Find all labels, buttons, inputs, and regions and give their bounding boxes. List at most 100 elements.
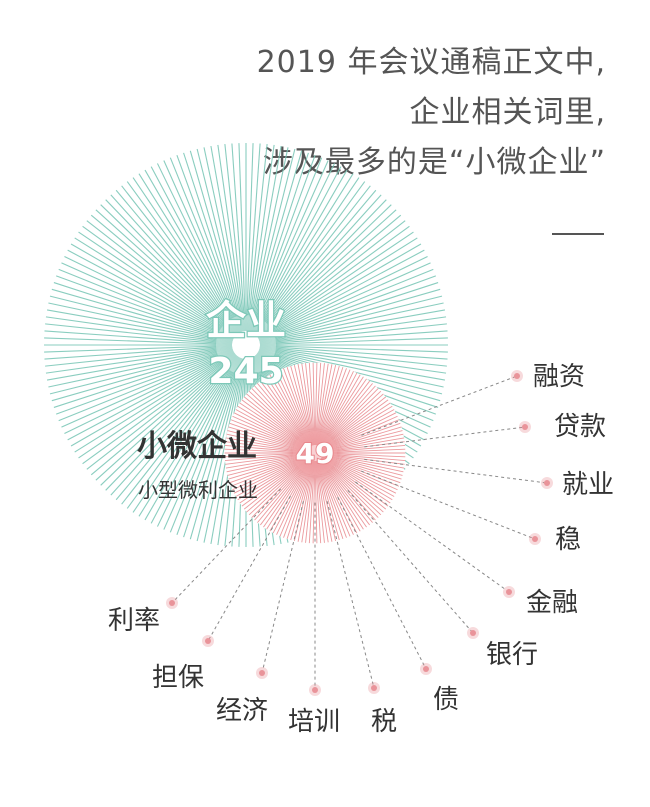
big-bubble-ray [78,352,235,459]
big-bubble-ray [115,355,238,501]
big-bubble-ray [86,353,236,470]
big-bubble-ray [176,154,242,333]
term-label: 担保 [152,663,204,693]
big-bubble-ray [105,199,237,336]
big-bubble-ray [196,358,244,542]
term-label: 培训 [288,707,340,737]
big-bubble-ray [231,143,246,332]
small-bubble-core [293,431,337,475]
big-bubble-ray [259,347,444,388]
big-bubble-ray [58,268,234,341]
big-bubble-ray [259,346,446,381]
big-bubble-ray [45,346,233,374]
big-bubble-ray [259,309,446,344]
big-bubble-ray [169,157,242,333]
big-bubble-ray [64,255,234,340]
term-label: 债 [433,685,459,715]
big-bubble-ray [110,194,238,335]
big-bubble-ray [253,177,360,334]
big-bubble-ray [51,348,233,402]
big-bubble-ray [144,356,240,521]
big-bubble-ray [100,204,237,336]
big-bubble-ray [61,350,234,428]
big-bubble-ray [51,288,233,342]
big-bubble-ray [53,282,233,342]
big-bubble-ray [169,357,242,533]
term-label: 经济 [216,696,268,726]
big-bubble-ray [53,348,233,408]
big-bubble-ray [82,225,235,338]
big-bubble-ray [250,157,323,333]
big-bubble-ray [255,199,387,336]
big-bubble-ray [138,356,240,517]
big-bubble-ray [258,255,428,340]
big-bubble-ray [100,354,237,486]
big-bubble-ray [189,358,243,540]
big-bubble-ray [259,346,447,374]
term-label: 金融 [526,588,578,618]
term-dot [544,480,550,486]
big-bubble-ray [217,144,245,332]
big-bubble-ray [110,355,238,496]
big-bubble-ray [259,302,444,343]
term-dot [259,670,265,676]
big-bubble-ray [257,237,418,339]
big-bubble-ray [257,231,414,338]
big-bubble-ray [67,249,234,339]
big-bubble-ray [259,323,447,345]
big-bubble-ray [252,173,354,334]
term-label: 利率 [108,606,160,636]
big-bubble-ray [189,150,243,332]
big-bubble-ray [44,344,233,353]
big-bubble-ray [259,345,447,367]
term-connector [326,501,375,689]
big-bubble-ray [255,204,392,336]
big-bubble-ray [55,349,234,415]
big-bubble-ray [196,148,244,332]
big-bubble-ray [259,337,448,346]
headline-line-1: 2019 年会议通稿正文中, [256,45,606,80]
big-bubble-ray [249,150,303,332]
big-bubble-ray [46,346,233,381]
big-bubble-ray [105,354,237,491]
big-bubble-ray [74,237,235,339]
big-bubble-ray [250,154,316,333]
big-bubble-ray [203,147,244,332]
big-bubble-ray [46,309,233,344]
big-bubble-ray [176,357,242,536]
big-bubble-ray [90,214,236,337]
big-bubble-ray [150,357,240,524]
big-bubble-ray [203,358,244,543]
term-connector [355,481,510,593]
big-bubble-ray [258,268,434,341]
term-dot [423,666,429,672]
big-bubble-ray [259,345,448,360]
big-bubble-ray [48,302,233,343]
big-bubble-ray [126,181,239,334]
headline-line-2: 企业相关词里, [409,95,606,130]
big-bubble-ray [64,350,234,435]
big-bubble-core [216,315,276,375]
big-bubble-ray [259,282,439,342]
big-bubble-ray [78,231,235,338]
big-bubble-ray [251,160,329,333]
term-label: 贷款 [554,412,606,442]
term-dot [312,687,318,693]
big-bubble-ray [163,160,241,333]
big-bubble-ray [224,144,246,332]
big-bubble-ray [126,356,239,509]
big-bubble-ray [45,316,233,344]
big-bubble-ray [44,345,233,360]
big-bubble-ray [150,166,240,333]
term-connector [337,496,427,670]
big-bubble-ray [74,351,235,453]
big-bubble-ray [259,330,448,345]
big-bubble-ray [256,220,406,337]
big-bubble-ray [259,288,441,342]
term-dot [532,536,538,542]
big-bubble-ray [138,173,240,334]
headline-dash [552,233,604,235]
big-bubble-ray [259,344,448,353]
term-dot [514,373,520,379]
